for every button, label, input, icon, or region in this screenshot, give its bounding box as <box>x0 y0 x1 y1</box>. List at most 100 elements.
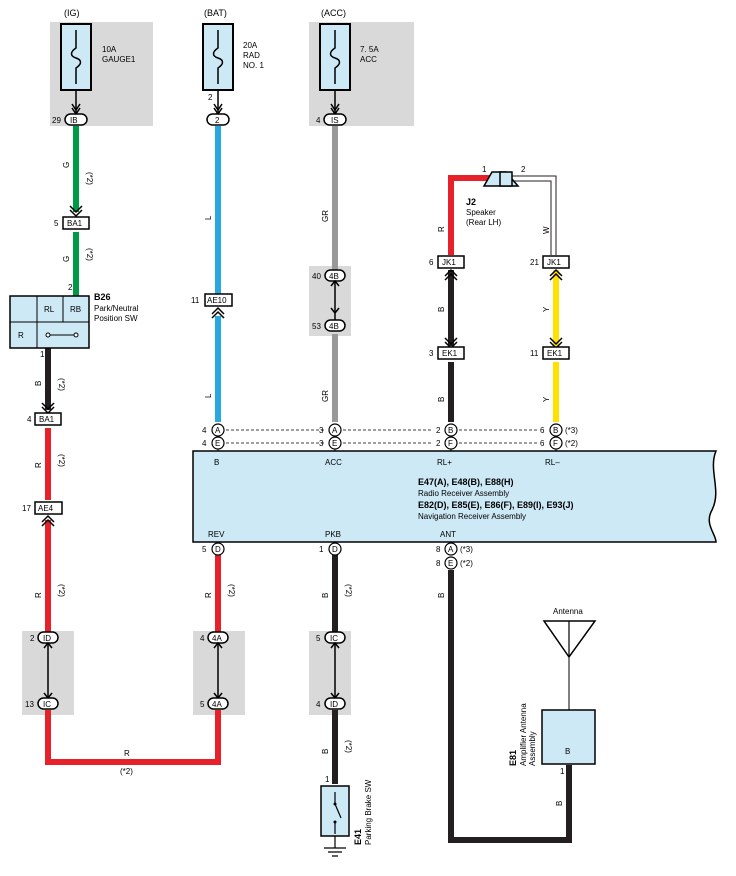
svg-text:29: 29 <box>52 116 61 125</box>
svg-text:4: 4 <box>202 426 207 435</box>
svg-text:R: R <box>124 749 130 758</box>
b26-pin-top: 2 <box>68 283 73 292</box>
svg-text:40: 40 <box>312 272 321 281</box>
svg-text:2: 2 <box>208 93 213 102</box>
fuse-name: GAUGE1 <box>102 55 136 64</box>
e81-name-1: Amplifier Antenna <box>519 703 528 766</box>
receiver-top-pins: A 4 E 4 A 3 E 3 B 2 F 2 B 6 (*3) F 6 (*2… <box>202 423 578 451</box>
wire-ant-black <box>448 570 572 843</box>
svg-text:G: G <box>62 162 71 168</box>
svg-text:4: 4 <box>27 415 32 424</box>
svg-text:4A: 4A <box>212 700 222 709</box>
svg-text:JK1: JK1 <box>547 258 561 267</box>
fuse-rating: 7. 5A <box>360 45 379 54</box>
svg-text:R: R <box>34 592 43 598</box>
conn-ic-id-pkb: IC 5 ID 4 <box>316 631 346 710</box>
svg-text:4B: 4B <box>329 272 339 281</box>
bat-fuse-shade <box>193 22 195 24</box>
svg-text:4: 4 <box>202 439 207 448</box>
j2-name-2: (Rear LH) <box>466 218 501 227</box>
fuse-name-2: NO. 1 <box>243 61 264 70</box>
svg-text:4A: 4A <box>212 634 222 643</box>
b26-pin-bot: 1 <box>40 350 45 359</box>
ground-icon <box>324 847 346 857</box>
wire-spk-red <box>448 175 492 255</box>
svg-text:5: 5 <box>202 545 207 554</box>
svg-text:IB: IB <box>70 116 78 125</box>
wire-spk-white-inner <box>512 180 552 255</box>
svg-text:21: 21 <box>530 258 539 267</box>
wire-spk-white-outer <box>512 175 557 255</box>
svg-text:G: G <box>62 256 71 262</box>
svg-text:(*2): (*2) <box>565 439 578 448</box>
svg-text:ANT: ANT <box>440 530 456 539</box>
svg-text:4: 4 <box>316 700 321 709</box>
wire-red-bottom <box>45 710 221 765</box>
e41-id: E41 <box>353 829 363 845</box>
svg-text:B: B <box>437 593 446 598</box>
svg-text:RL+: RL+ <box>437 458 452 467</box>
svg-text:AE10: AE10 <box>207 296 227 305</box>
svg-text:2: 2 <box>30 634 35 643</box>
svg-text:R: R <box>437 226 446 232</box>
fuse-gauge1: (IG) 10A GAUGE1 <box>60 8 136 91</box>
wire-labels: G (*2) G (*2) B (*2) R (*2) R (*2) L L R… <box>34 162 564 806</box>
svg-text:B: B <box>437 397 446 402</box>
e81-box <box>541 709 596 765</box>
svg-text:(*2): (*2) <box>57 584 66 597</box>
svg-text:GR: GR <box>321 390 330 402</box>
svg-text:F: F <box>553 439 558 448</box>
b26-name-2: Position SW <box>94 314 138 323</box>
svg-text:5: 5 <box>54 219 59 228</box>
fuse-source-label: (ACC) <box>321 8 346 18</box>
svg-text:A: A <box>332 426 338 435</box>
svg-text:(*3): (*3) <box>565 426 578 435</box>
svg-text:IC: IC <box>43 700 51 709</box>
svg-text:Navigation Receiver Assembly: Navigation Receiver Assembly <box>418 512 526 521</box>
svg-text:AE4: AE4 <box>38 504 54 513</box>
e81-antenna-assembly: Antenna B 1 E81 Amplifier Antenna Assemb… <box>508 607 597 776</box>
svg-text:5: 5 <box>316 634 321 643</box>
fuse-source-label: (BAT) <box>204 8 227 18</box>
svg-text:1: 1 <box>482 165 487 174</box>
conn-ek1-left: EK1 3 <box>429 337 465 360</box>
svg-text:2: 2 <box>521 165 526 174</box>
svg-text:IS: IS <box>331 116 339 125</box>
svg-text:R: R <box>18 331 24 340</box>
svg-text:RL: RL <box>44 305 55 314</box>
conn-id-ic-left: ID 2 IC 13 <box>25 631 59 710</box>
svg-text:B: B <box>437 307 446 312</box>
receiver-bottom-pins: D 5 D 1 A 8 (*3) E 8 (*2) <box>202 542 473 570</box>
svg-text:Y: Y <box>542 306 551 312</box>
svg-text:EK1: EK1 <box>547 349 563 358</box>
svg-text:3: 3 <box>319 439 324 448</box>
svg-text:IC: IC <box>330 634 338 643</box>
svg-text:BA1: BA1 <box>39 415 55 424</box>
svg-text:1: 1 <box>319 545 324 554</box>
conn-ae10: AE10 11 <box>191 293 233 319</box>
svg-text:6: 6 <box>429 258 434 267</box>
conn-4b: 4B 40 4B 53 <box>312 269 346 332</box>
b26-switch: 2 RL RB R 1 B26 Park/Neutral Position SW <box>9 283 139 359</box>
svg-text:(*2): (*2) <box>460 559 473 568</box>
svg-text:5: 5 <box>200 700 205 709</box>
e81-name-2: Assembly <box>528 731 537 766</box>
svg-text:8: 8 <box>436 559 441 568</box>
conn-bat-2: 2 <box>206 113 230 126</box>
svg-text:E: E <box>215 439 220 448</box>
fuse-element-icon <box>329 30 341 84</box>
fuse-source-label: (IG) <box>64 8 80 18</box>
svg-text:13: 13 <box>25 700 34 709</box>
e41-parking-brake-switch: 1 E41 Parking Brake SW <box>320 775 373 857</box>
svg-text:A: A <box>448 545 454 554</box>
svg-text:(*2): (*2) <box>85 248 94 261</box>
j2-name-1: Speaker <box>466 208 496 217</box>
svg-text:11: 11 <box>191 296 200 305</box>
antenna-label: Antenna <box>553 607 583 616</box>
svg-text:A: A <box>215 426 221 435</box>
svg-text:(*2): (*2) <box>57 454 66 467</box>
fuse-acc: (ACC) 7. 5A ACC <box>319 8 379 91</box>
svg-text:EK1: EK1 <box>442 349 458 358</box>
fuse-name: RAD <box>243 51 260 60</box>
